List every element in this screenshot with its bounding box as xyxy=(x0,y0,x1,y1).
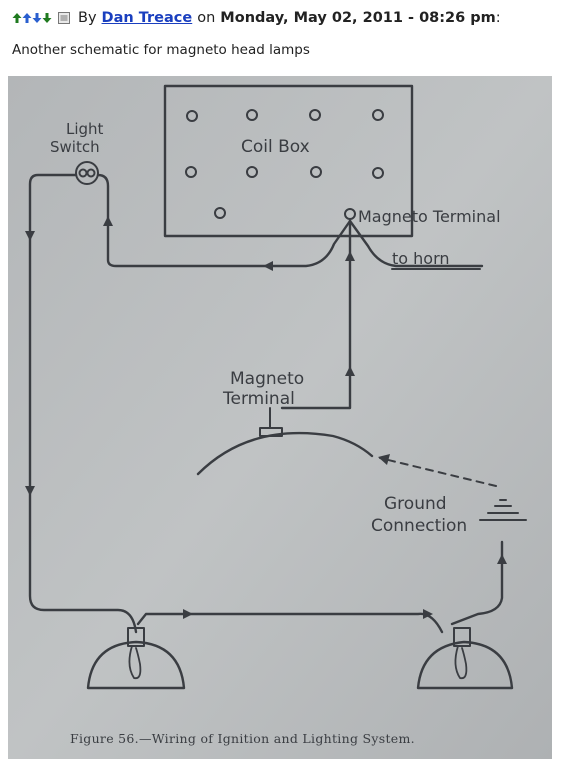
arrow-right-lamp-wire xyxy=(183,609,193,619)
post-message: Another schematic for magneto head lamps xyxy=(12,42,310,58)
wiring-schematic: Light Switch Coil Box Magneto Terminal t… xyxy=(8,76,552,759)
coil-box xyxy=(163,84,414,238)
arrow-up-icon[interactable] xyxy=(12,12,22,24)
arrow-left-coil-wire xyxy=(263,261,273,271)
light-switch-label-line1: Light xyxy=(66,120,104,138)
ground-symbol xyxy=(479,499,527,521)
by-label: By xyxy=(78,10,97,26)
arrow-up-magneto-wire-2 xyxy=(345,366,355,376)
author-link[interactable]: Dan Treace xyxy=(101,10,193,26)
arrow-up-switch-wire xyxy=(103,216,113,226)
arrow-up-icon[interactable] xyxy=(22,12,32,24)
magneto-housing xyxy=(196,431,374,476)
arrow-down-left-wire xyxy=(25,231,35,241)
left-headlamp xyxy=(86,627,186,690)
magneto-label-line1: Magneto xyxy=(230,369,304,389)
date-colon: : xyxy=(495,10,501,26)
coil-box-label: Coil Box xyxy=(241,137,310,157)
wire-horn xyxy=(348,219,484,268)
ground-dashed-line xyxy=(379,457,497,487)
vote-icons xyxy=(12,12,52,24)
post-header: By Dan Treace on Monday, May 02, 2011 - … xyxy=(12,8,501,28)
to-horn-label: to horn xyxy=(392,249,450,268)
wire-magneto-up xyxy=(280,219,352,410)
wire-switch-to-left-lamp xyxy=(28,173,138,634)
arrow-up-magneto-wire xyxy=(345,251,355,261)
light-switch-symbol xyxy=(75,161,99,185)
wire-right-lamp-to-ground xyxy=(450,540,504,626)
ground-label-line2: Connection xyxy=(371,516,467,536)
photo-background xyxy=(8,76,552,759)
figure-caption: Figure 56.—Wiring of Ignition and Lighti… xyxy=(70,731,415,746)
coil-box-terminals xyxy=(185,109,384,220)
ground-label-line1: Ground xyxy=(384,494,447,514)
arrow-down-left-wire-2 xyxy=(25,486,35,496)
wire-switch-to-terminal xyxy=(96,173,352,268)
light-switch-label-line2: Switch xyxy=(50,138,100,156)
post-date: Monday, May 02, 2011 - 08:26 pm xyxy=(220,10,496,26)
on-label: on xyxy=(197,10,216,26)
message-icon[interactable] xyxy=(58,12,70,24)
right-headlamp xyxy=(416,627,514,690)
magneto-terminal-label-right: Magneto Terminal xyxy=(358,207,501,226)
direction-arrows xyxy=(25,216,507,619)
arrow-ground-dashed xyxy=(378,454,390,465)
arrow-up-ground-wire xyxy=(497,554,507,564)
arrow-down-icon[interactable] xyxy=(42,12,52,24)
schematic-image: Light Switch Coil Box Magneto Terminal t… xyxy=(8,76,552,759)
magneto-label-line2: Terminal xyxy=(222,389,295,409)
arrow-right-lamp-wire-2 xyxy=(423,609,433,619)
arrow-down-icon[interactable] xyxy=(32,12,42,24)
